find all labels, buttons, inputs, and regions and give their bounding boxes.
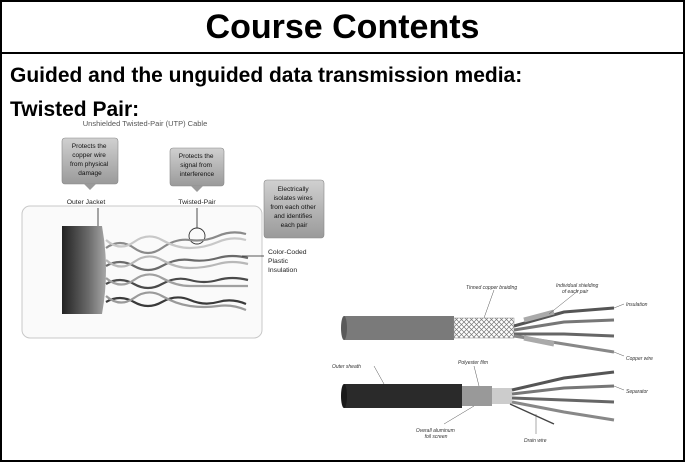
callout-jacket-line: copper wire — [72, 152, 106, 159]
utp-cable-diagram: Unshielded Twisted-Pair (UTP) Cable Prot… — [21, 120, 263, 339]
label-drain-wire: Drain wire — [524, 438, 547, 444]
callout-insulation-line: isolates wires — [274, 195, 314, 202]
label-twisted-pair: Twisted-Pair — [178, 199, 216, 206]
section-heading: Guided and the unguided data transmissio… — [10, 64, 523, 87]
utp-panel — [21, 205, 263, 339]
utp-caption: Unshielded Twisted-Pair (UTP) Cable — [83, 120, 208, 128]
label-outer-jacket: Outer Jacket — [67, 199, 106, 206]
label-insulation: Insulation — [626, 302, 648, 308]
stp-leader-lines — [373, 289, 625, 434]
label-insulation-line: Insulation — [268, 267, 297, 274]
twisted-pairs — [105, 231, 249, 312]
callout-pair-line: Protects the — [179, 153, 214, 160]
label-copper-wire: Copper wire — [626, 356, 653, 362]
utp-insulation-callout: Electrically isolates wires from each ot… — [242, 179, 325, 274]
callout-insulation-line: each pair — [281, 222, 309, 229]
svg-text:Protects the copper wi: Protects the copper wire from physical d… — [70, 143, 110, 177]
subsection-heading: Twisted Pair: — [10, 98, 140, 121]
label-insulation-line: Color-Coded — [268, 249, 307, 256]
callout-insulation-line: from each other — [270, 204, 316, 211]
label-polyester-film: Polyester film — [458, 360, 488, 366]
pair-highlight-circle — [188, 227, 206, 245]
label-individual: Individual shielding of each pair — [556, 283, 600, 295]
cable-jacket — [62, 226, 106, 314]
stp-cable-bottom — [341, 370, 615, 425]
callout-insulation-line: Electrically — [278, 186, 310, 193]
svg-text:Electrically isolates wi: Electrically isolates wires from each ot… — [270, 186, 317, 229]
label-outer-sheath: Outer sheath — [332, 364, 361, 370]
callout-pair-line: signal from — [180, 162, 212, 169]
label-insulation-line: Plastic — [268, 258, 289, 265]
stp-cable-top — [341, 306, 615, 354]
svg-text:Color-Coded Plastic: Color-Coded Plastic Insulation — [268, 249, 308, 274]
callout-jacket-line: damage — [78, 170, 102, 177]
svg-text:Protects the signal fr: Protects the signal from interference — [179, 153, 216, 178]
label-foil-screen: Overall aluminum foil screen — [416, 428, 456, 440]
title-bar: Course Contents — [2, 2, 683, 54]
callout-pair-line: interference — [180, 171, 215, 178]
slide-title: Course Contents — [205, 7, 480, 46]
callout-insulation-line: and identifies — [274, 213, 313, 220]
callout-jacket-line: from physical — [70, 161, 109, 168]
callout-pair: Protects the signal from interference — [169, 147, 225, 192]
callout-jacket: Protects the copper wire from physical d… — [61, 137, 119, 190]
callout-jacket-line: Protects the — [72, 143, 107, 150]
label-braid: Tinned copper braiding — [466, 285, 517, 291]
label-separator: Separator — [626, 389, 648, 395]
stp-cable-diagram: Tinned copper braiding Individual shield… — [332, 283, 653, 444]
